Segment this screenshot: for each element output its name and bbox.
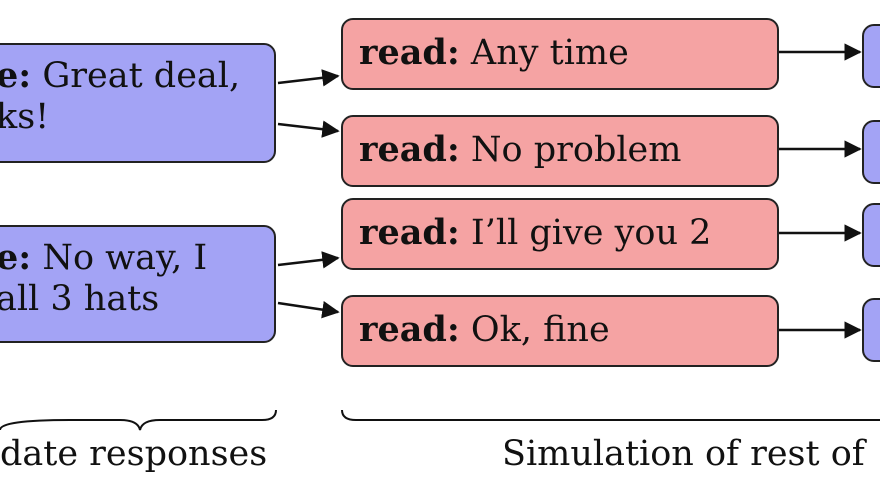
candidate-1-speaker: e:: [0, 55, 32, 96]
sim-3-text: I’ll give you 2: [470, 213, 712, 253]
simulation-row-4: read: Ok, fine: [341, 295, 779, 367]
candidate-1-text-line1: Great deal,: [42, 56, 241, 96]
arrow-cand1-to-sim1: [277, 69, 340, 87]
arrow-cand1-to-sim2: [277, 120, 340, 138]
left-group-label: date responses: [0, 434, 268, 474]
arrow-cand2-to-sim3: [277, 251, 340, 269]
continuation-box-2: [862, 120, 880, 184]
left-group-brace: [0, 409, 277, 431]
right-group-brace: [341, 409, 880, 421]
candidate-2-text-line2: all 3 hats: [0, 279, 160, 320]
simulation-row-2: read: No problem: [341, 115, 779, 187]
simulation-row-3: read: I’ll give you 2: [341, 198, 779, 270]
arrow-cand2-to-sim4: [277, 301, 340, 319]
candidate-response-2: e: No way, I all 3 hats: [0, 225, 276, 343]
sim-2-text: No problem: [470, 130, 682, 170]
sim-4-text: Ok, fine: [470, 310, 610, 350]
right-group-label: Simulation of rest of: [502, 434, 865, 474]
sim-1-speaker: read:: [359, 32, 460, 73]
continuation-box-4: [862, 298, 880, 362]
candidate-response-1: e: Great deal, ks!: [0, 43, 276, 163]
candidate-2-text-line1: No way, I: [42, 238, 208, 278]
continuation-box-3: [862, 203, 880, 267]
sim-4-speaker: read:: [359, 309, 460, 350]
candidate-2-speaker: e:: [0, 237, 32, 278]
sim-1-text: Any time: [470, 33, 629, 73]
simulation-row-1: read: Any time: [341, 18, 779, 90]
sim-3-speaker: read:: [359, 212, 460, 253]
continuation-box-1: [862, 24, 880, 88]
candidate-1-text-line2: ks!: [0, 97, 50, 138]
sim-2-speaker: read:: [359, 129, 460, 170]
